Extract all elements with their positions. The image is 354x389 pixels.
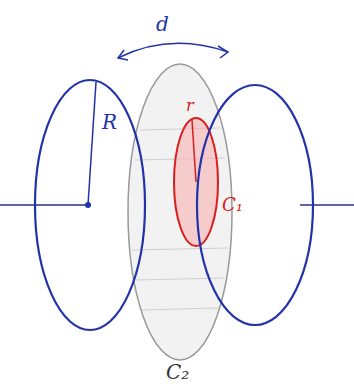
radius-R-line <box>88 82 96 205</box>
disc-c1 <box>174 118 218 246</box>
distance-d-arc <box>118 43 228 58</box>
arrowhead <box>218 46 228 58</box>
distance-label: d <box>156 14 169 34</box>
right-plate <box>197 85 313 325</box>
radius-r-line <box>192 120 196 182</box>
left-wire <box>0 204 88 206</box>
arrowhead <box>118 50 128 60</box>
right-wire <box>300 204 354 206</box>
left-plate <box>35 80 145 330</box>
surface-label: C₂ <box>166 362 189 382</box>
surface-c2 <box>128 64 232 360</box>
radius-label: R <box>102 112 117 132</box>
radius-label: r <box>186 98 194 114</box>
surface-label: C₁ <box>222 196 243 214</box>
